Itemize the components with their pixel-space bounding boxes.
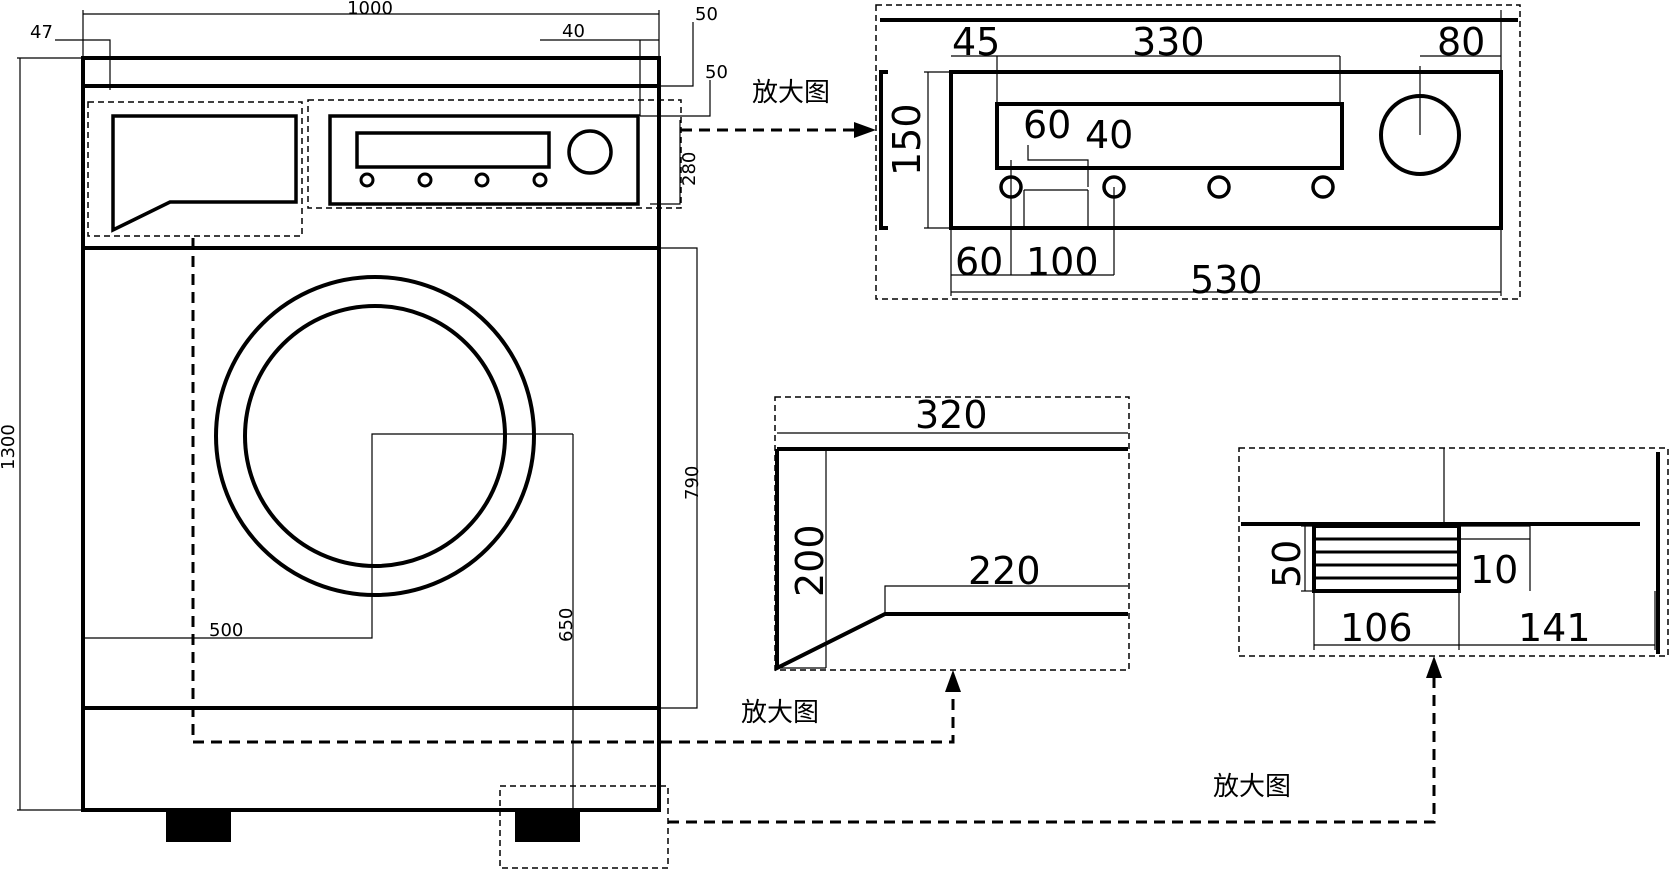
main-view: 1000 47 40 50 50 280 1300 790 500 650 <box>0 0 728 869</box>
panel-detail-button-3 <box>1207 175 1231 199</box>
door-outer-ring <box>214 275 536 597</box>
callout-arrows <box>191 128 1436 824</box>
panel-dim-width: 530 <box>1190 258 1263 302</box>
panel-button-4 <box>532 172 548 188</box>
panel-detail-display <box>995 102 1344 170</box>
foot-callout-frame <box>499 785 669 869</box>
dim-top-band: 50 <box>695 4 718 25</box>
foot-dim-plate: 10 <box>1470 548 1518 592</box>
panel-detail-side-bracket <box>879 70 888 230</box>
dim-total-width: 1000 <box>347 0 393 19</box>
panel-detail-dimension-lines <box>924 10 1502 296</box>
callout-label-drawer: 放大图 <box>741 698 819 728</box>
dim-door-section: 790 <box>682 466 703 500</box>
panel-detail-body <box>949 70 1503 230</box>
drawer-callout-frame <box>87 101 303 237</box>
panel-dim-button-gap: 40 <box>1085 113 1133 157</box>
drawer-detail: 320 200 220 <box>774 393 1130 672</box>
drawer-detail-dimension-lines <box>777 432 1128 669</box>
dim-top-right-offset: 40 <box>562 21 585 42</box>
foot-detail-ribs <box>1314 537 1459 580</box>
callout-label-panel: 放大图 <box>752 78 830 108</box>
panel-detail-frame <box>875 4 1521 300</box>
control-panel <box>328 114 640 206</box>
drawer-detail-profile <box>775 449 1128 672</box>
dim-door-diameter: 500 <box>209 620 243 641</box>
display-window <box>355 131 551 169</box>
panel-dim-display-width: 330 <box>1132 20 1205 64</box>
program-knob <box>567 129 613 175</box>
dim-panel-height: 280 <box>679 152 700 186</box>
panel-dim-knob: 80 <box>1437 20 1485 64</box>
panel-detail-button-4 <box>1311 175 1335 199</box>
foot-dim-edge-offset: 141 <box>1518 606 1591 650</box>
foot-detail-frame <box>1238 447 1669 657</box>
dim-panel-band: 50 <box>705 62 728 83</box>
drawer-dim-height: 200 <box>788 524 832 597</box>
drawer-detail-frame <box>774 396 1130 671</box>
foot-dim-width: 106 <box>1340 606 1413 650</box>
panel-detail: 45 330 80 150 60 40 60 100 530 <box>875 4 1521 302</box>
right-foot <box>515 812 580 842</box>
main-dimension-lines <box>17 10 711 812</box>
panel-button-1 <box>359 172 375 188</box>
door-inner-ring <box>243 304 507 568</box>
foot-dim-height: 50 <box>1265 540 1309 588</box>
panel-dim-button-offset: 60 <box>955 240 1003 284</box>
panel-dim-height: 150 <box>885 103 929 176</box>
panel-button-3 <box>474 172 490 188</box>
foot-detail-dimension-lines <box>1301 448 1656 650</box>
cabinet-outline <box>81 56 661 812</box>
arrowheads <box>854 122 1442 692</box>
foot-detail-foot <box>1312 524 1461 593</box>
panel-dim-display-height: 60 <box>1023 103 1071 147</box>
drawer-dim-width: 320 <box>915 393 988 437</box>
dim-total-height: 1300 <box>0 424 19 470</box>
left-foot <box>166 812 231 842</box>
panel-dim-left-margin: 45 <box>952 20 1000 64</box>
drawer-dim-handle: 220 <box>968 549 1041 593</box>
foot-detail: 50 10 106 141 <box>1238 447 1669 657</box>
panel-dim-button-pitch: 100 <box>1026 240 1099 284</box>
dim-door-center-height: 650 <box>556 608 577 642</box>
dim-top-left-offset: 47 <box>30 22 53 43</box>
panel-button-2 <box>417 172 433 188</box>
callout-label-foot: 放大图 <box>1213 772 1291 802</box>
detergent-drawer <box>111 114 298 233</box>
